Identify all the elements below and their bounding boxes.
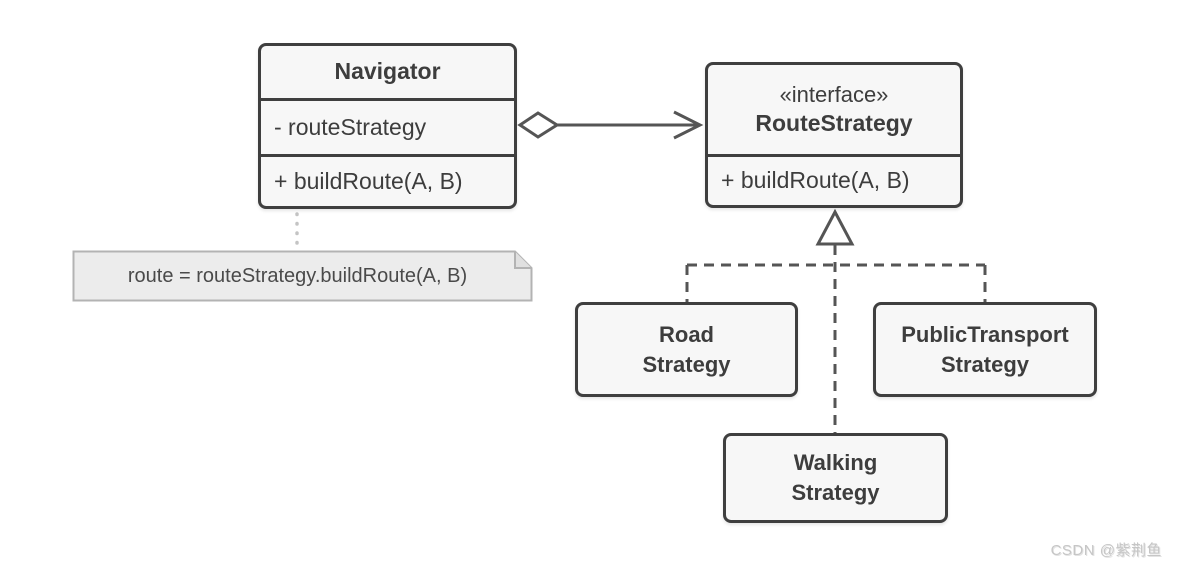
note-text: route = routeStrategy.buildRoute(A, B) xyxy=(127,264,468,287)
class-road-strategy-title: Road Strategy xyxy=(578,305,795,394)
note-fold-icon xyxy=(514,251,532,269)
interface-route-strategy-header: «interface» RouteStrategy xyxy=(708,65,960,154)
class-walking-strategy-title-line2: Strategy xyxy=(791,480,880,505)
inheritance-triangle-icon xyxy=(815,208,855,246)
interface-stereotype: «interface» xyxy=(779,81,889,107)
interface-route-strategy: «interface» RouteStrategy + buildRoute(A… xyxy=(705,62,963,208)
class-walking-strategy-title: Walking Strategy xyxy=(726,436,945,520)
watermark: CSDN @紫荆鱼 xyxy=(1050,542,1162,559)
class-road-strategy-title-line1: Road xyxy=(659,321,714,347)
aggregation-diamond-icon xyxy=(517,111,560,139)
class-navigator: Navigator - routeStrategy + buildRoute(A… xyxy=(258,43,517,209)
class-public-transport-strategy: PublicTransport Strategy xyxy=(873,302,1097,397)
open-arrowhead-icon xyxy=(673,110,704,140)
note-shape xyxy=(72,250,533,302)
class-navigator-title: Navigator xyxy=(334,58,441,85)
class-road-strategy: Road Strategy xyxy=(575,302,798,397)
interface-route-strategy-title: RouteStrategy xyxy=(755,109,913,136)
uml-note: route = routeStrategy.buildRoute(A, B) xyxy=(72,250,533,302)
class-public-transport-strategy-title-line2: Strategy xyxy=(940,351,1030,377)
class-navigator-method: + buildRoute(A, B) xyxy=(261,154,514,206)
class-navigator-field: - routeStrategy xyxy=(261,98,514,154)
class-walking-strategy-title-line1: Walking xyxy=(793,450,878,476)
class-road-strategy-title-line2: Strategy xyxy=(642,351,731,377)
class-public-transport-strategy-title-line1: PublicTransport xyxy=(901,321,1069,347)
class-walking-strategy: Walking Strategy xyxy=(723,433,948,523)
class-public-transport-strategy-title: PublicTransport Strategy xyxy=(876,305,1094,394)
interface-route-strategy-method: + buildRoute(A, B) xyxy=(708,154,960,205)
note-body xyxy=(72,250,533,302)
